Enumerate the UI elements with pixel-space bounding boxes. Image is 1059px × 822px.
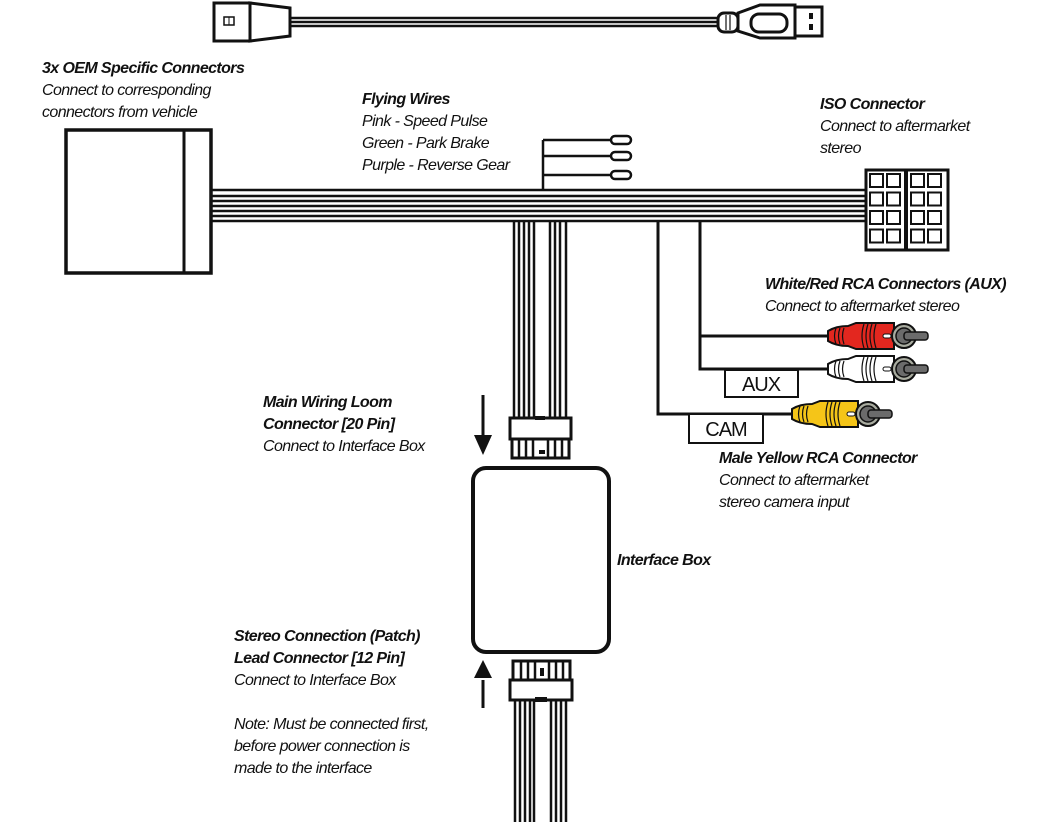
iso-pin: [927, 173, 942, 188]
iso-connector-label: ISO Connector Connect to aftermarket ste…: [820, 94, 970, 160]
iso-pin: [927, 210, 942, 225]
rca-aux-desc: Connect to aftermarket stereo: [765, 298, 960, 315]
flying-wire-pink: Pink - Speed Pulse: [362, 113, 488, 130]
patch-lead-title-2: Lead Connector [12 Pin]: [234, 650, 405, 667]
connector-20-pin: [508, 416, 573, 460]
cam-tag: CAM: [688, 413, 764, 444]
iso-pin: [869, 191, 884, 207]
note-line-1: Note: Must be connected first,: [234, 716, 429, 733]
arrow-down-icon: [474, 395, 492, 455]
main-loom-title-1: Main Wiring Loom: [263, 394, 393, 411]
iso-desc-1: Connect to aftermarket: [820, 118, 970, 135]
svg-text:CAM: CAM: [705, 419, 747, 441]
patch-lead-desc: Connect to Interface Box: [234, 672, 396, 689]
iso-pin: [869, 210, 884, 225]
rca-aux-label: White/Red RCA Connectors (AUX) Connect t…: [765, 274, 1007, 318]
usb-left-connector-body: [212, 1, 252, 43]
iso-pin: [927, 191, 942, 207]
iso-pin: [910, 191, 925, 207]
main-harness: [211, 188, 866, 223]
main-loom-desc: Connect to Interface Box: [263, 438, 425, 455]
rca-red-plug: [827, 322, 929, 350]
rca-cam-label: Male Yellow RCA Connector Connect to aft…: [719, 448, 917, 514]
flying-wire-purple-terminal: [609, 169, 633, 181]
main-loom-title-2: Connector [20 Pin]: [263, 416, 395, 433]
main-loom-wires: [512, 221, 568, 418]
iso-pin: [910, 228, 925, 244]
flying-wires-title: Flying Wires: [362, 91, 450, 108]
interface-box: [471, 466, 611, 654]
oem-connector: [64, 128, 213, 275]
rca-white-plug: [827, 355, 929, 383]
iso-title: ISO Connector: [820, 96, 925, 113]
patch-lead-label: Stereo Connection (Patch) Lead Connector…: [234, 626, 421, 692]
oem-connectors-label: 3x OEM Specific Connectors Connect to co…: [42, 58, 245, 124]
note-line-3: made to the interface: [234, 760, 372, 777]
interface-box-label: Interface Box: [617, 550, 711, 572]
iso-connector: [864, 168, 950, 252]
rca-cam-desc-2: stereo camera input: [719, 494, 850, 511]
iso-pin: [886, 210, 901, 225]
flying-wire-pink-terminal: [609, 134, 633, 146]
rca-yellow-plug: [791, 400, 893, 428]
iso-pin: [869, 228, 884, 244]
iso-pin: [927, 228, 942, 244]
oem-desc-1: Connect to corresponding: [42, 82, 211, 99]
patch-lead-title-1: Stereo Connection (Patch): [234, 628, 421, 645]
iso-pin: [886, 191, 901, 207]
main-loom-label: Main Wiring Loom Connector [20 Pin] Conn…: [263, 392, 425, 458]
interface-box-title: Interface Box: [617, 552, 711, 569]
flying-wires-label: Flying Wires Pink - Speed Pulse Green - …: [362, 89, 510, 177]
svg-text:AUX: AUX: [742, 374, 781, 396]
flying-wire-green-terminal: [609, 150, 633, 162]
patch-lead-wires: [513, 700, 568, 822]
usb-plug-icon: [793, 5, 824, 38]
oem-title: 3x OEM Specific Connectors: [42, 60, 245, 77]
usb-cable: [212, 1, 824, 43]
iso-pin: [910, 173, 925, 188]
note-line-2: before power connection is: [234, 738, 410, 755]
usb-left-connector-boot: [248, 1, 292, 43]
rca-cam-desc-1: Connect to aftermarket: [719, 472, 869, 489]
flying-wire-green: Green - Park Brake: [362, 135, 490, 152]
note-label: Note: Must be connected first, before po…: [234, 714, 429, 780]
iso-desc-2: stereo: [820, 140, 861, 157]
usb-strain-relief: [716, 11, 740, 34]
arrow-up-icon: [474, 660, 492, 708]
iso-pin: [869, 173, 884, 188]
rca-aux-title: White/Red RCA Connectors (AUX): [765, 276, 1007, 293]
connector-12-pin: [508, 659, 574, 702]
iso-pin: [910, 210, 925, 225]
flying-wires: [541, 134, 633, 190]
iso-pin: [886, 228, 901, 244]
aux-tag: AUX: [724, 369, 799, 398]
oem-desc-2: connectors from vehicle: [42, 104, 198, 121]
iso-pin: [886, 173, 901, 188]
rca-cam-title: Male Yellow RCA Connector: [719, 450, 917, 467]
flying-wire-purple: Purple - Reverse Gear: [362, 157, 510, 174]
